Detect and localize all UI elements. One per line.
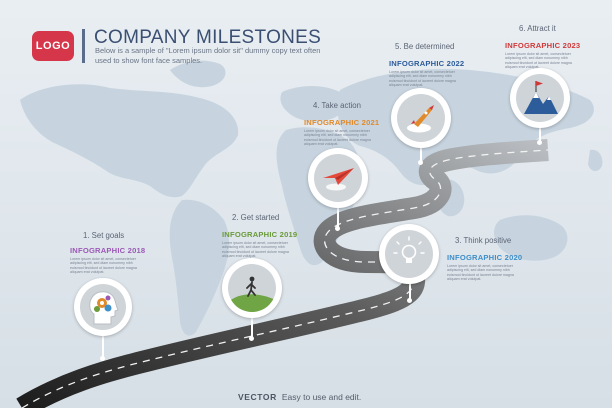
milestone-4-step: 4. Take action (313, 101, 361, 110)
milestone-3-step: 3. Think positive (455, 236, 512, 245)
milestone-3-badge (379, 224, 439, 284)
milestone-6-badge (510, 68, 570, 128)
road-center-line (21, 149, 549, 408)
milestone-5-step: 5. Be determined (395, 42, 455, 51)
footer-caption: VECTOR Easy to use and edit. (238, 392, 361, 402)
milestone-5-year: INFOGRAPHIC 2022 (389, 59, 465, 68)
milestone-2-badge (222, 258, 282, 318)
milestone-3-pin (409, 282, 411, 302)
paper-plane-icon (323, 168, 354, 191)
milestone-1-pin-dot (100, 356, 105, 361)
logo: LOGO (32, 31, 74, 61)
milestone-6-desc: Lorem ipsum dolor sit amet, consectetuer… (505, 52, 572, 70)
milestone-4-pin (337, 206, 339, 230)
milestone-2-year: INFOGRAPHIC 2019 (222, 230, 298, 239)
milestone-6-pin (539, 126, 541, 144)
milestone-4-pin-dot (335, 226, 340, 231)
milestone-2-pin (251, 318, 253, 340)
milestone-1-year: INFOGRAPHIC 2018 (70, 246, 146, 255)
mountain-flag-icon (524, 81, 558, 114)
milestone-6-pin-dot (537, 140, 542, 145)
milestone-5-desc: Lorem ipsum dolor sit amet, consectetuer… (389, 70, 456, 88)
gear-head-icon (89, 291, 119, 325)
footer-text: Easy to use and edit. (281, 392, 362, 402)
milestone-4-year: INFOGRAPHIC 2021 (304, 118, 380, 127)
lightbulb-icon (393, 236, 425, 263)
page-subtitle: Below is a sample of "Lorem ipsum dolor … (95, 46, 321, 65)
milestone-1-pin (102, 336, 104, 360)
milestone-1-step: 1. Set goals (83, 231, 125, 240)
milestone-3-desc: Lorem ipsum dolor sit amet, consectetuer… (447, 264, 514, 282)
milestone-3-pin-dot (407, 298, 412, 303)
milestone-1-badge (74, 278, 132, 336)
milestone-2-pin-dot (249, 336, 254, 341)
milestone-5-pin-dot (418, 160, 423, 165)
milestone-5-badge (391, 88, 451, 148)
milestone-3-year: INFOGRAPHIC 2020 (447, 253, 523, 262)
title-accent-bar (82, 29, 85, 63)
footer-strong: VECTOR (238, 392, 277, 402)
page-title: COMPANY MILESTONES (94, 27, 322, 48)
milestone-4-badge (308, 148, 368, 208)
milestone-5-pin (420, 146, 422, 164)
milestone-6-year: INFOGRAPHIC 2023 (505, 41, 581, 50)
milestone-2-desc: Lorem ipsum dolor sit amet, consectetuer… (222, 241, 289, 259)
milestone-6-step: 6. Attract it (519, 24, 556, 33)
milestone-2-step: 2. Get started (232, 213, 280, 222)
milestone-4-desc: Lorem ipsum dolor sit amet, consectetuer… (304, 129, 371, 147)
hiker-icon (228, 276, 276, 312)
rocket-icon (407, 105, 434, 133)
milestone-1-desc: Lorem ipsum dolor sit amet, consectetuer… (70, 257, 137, 275)
